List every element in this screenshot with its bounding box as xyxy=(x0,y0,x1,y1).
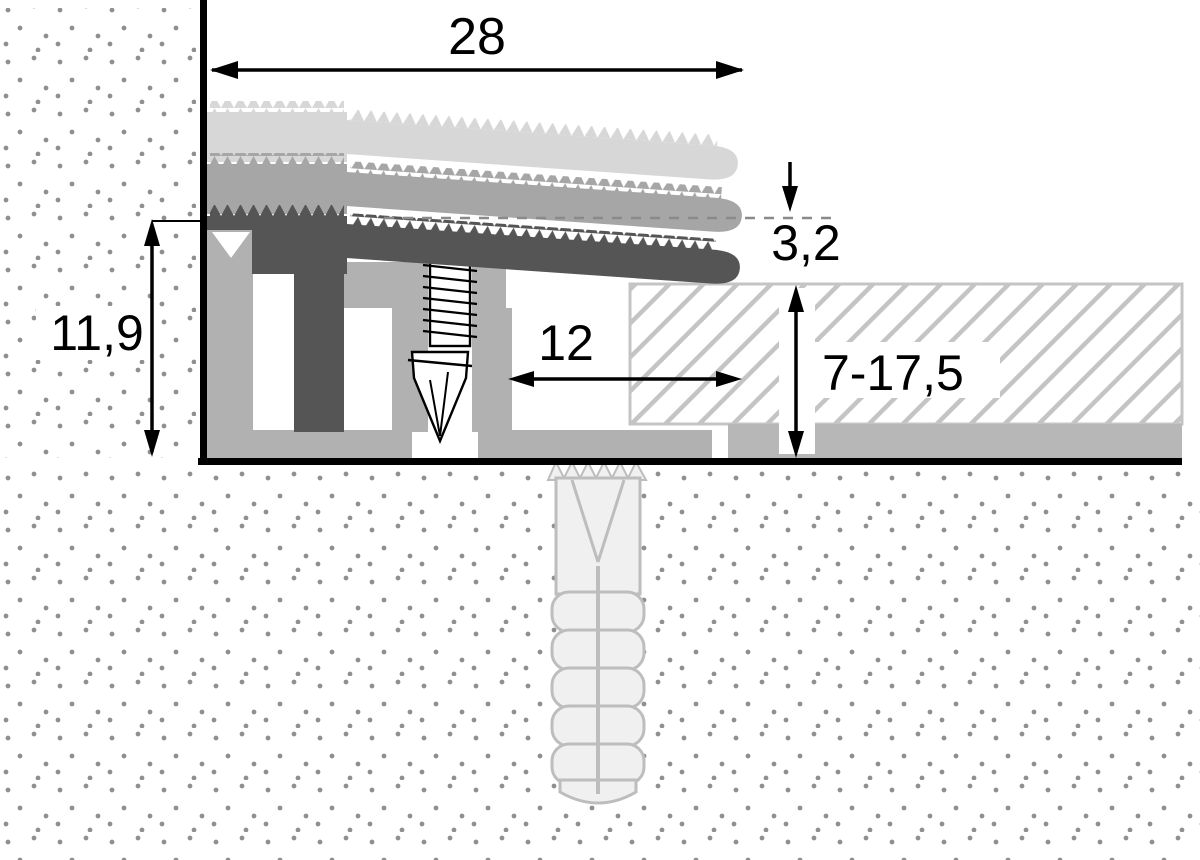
dim-foot-inset xyxy=(508,371,742,387)
floor-line xyxy=(198,458,1182,465)
substrate-wall-stipple xyxy=(0,8,196,458)
screw-drill-thread xyxy=(407,358,473,368)
arrowhead-left xyxy=(210,61,238,79)
label-halo xyxy=(36,306,158,360)
ramp-light xyxy=(207,101,738,180)
base-foot-right xyxy=(478,430,712,462)
screw-drill-point xyxy=(410,350,470,445)
arrowhead-down xyxy=(144,430,160,457)
base-flange xyxy=(344,262,506,308)
dim-profile-height xyxy=(144,219,205,457)
wall-plug xyxy=(546,459,648,805)
ramp-dark xyxy=(207,205,740,432)
arrowhead-up xyxy=(144,219,160,246)
dim-top-width-label: 28 xyxy=(448,8,506,66)
ramp-mid xyxy=(207,153,742,232)
screw-flute xyxy=(429,371,449,437)
dim-covering-range xyxy=(788,285,804,458)
dim-edge-thickness xyxy=(782,162,798,212)
arrowhead-right xyxy=(716,61,744,79)
arrowhead-right xyxy=(716,371,742,387)
dim-top-width xyxy=(210,61,744,79)
plug-expansion-slit xyxy=(570,479,626,563)
base-wall-plate xyxy=(207,230,253,462)
dim-foot-inset-label: 12 xyxy=(538,315,594,371)
base-foot-left xyxy=(207,430,412,462)
dim-edge-thickness-label: 3,2 xyxy=(771,215,841,271)
arrowhead-left xyxy=(508,371,534,387)
dim-profile-height-label: 11,9 xyxy=(50,305,144,361)
arrowhead-down xyxy=(788,431,804,458)
arrowhead-down xyxy=(782,186,798,212)
arrowhead-up xyxy=(788,285,804,312)
dim-covering-range-label: 7-17,5 xyxy=(822,345,964,401)
wall-line xyxy=(200,0,207,462)
ramp-dark-leg xyxy=(294,258,344,432)
base-v-notch xyxy=(212,232,250,258)
label-halo xyxy=(814,342,1000,398)
